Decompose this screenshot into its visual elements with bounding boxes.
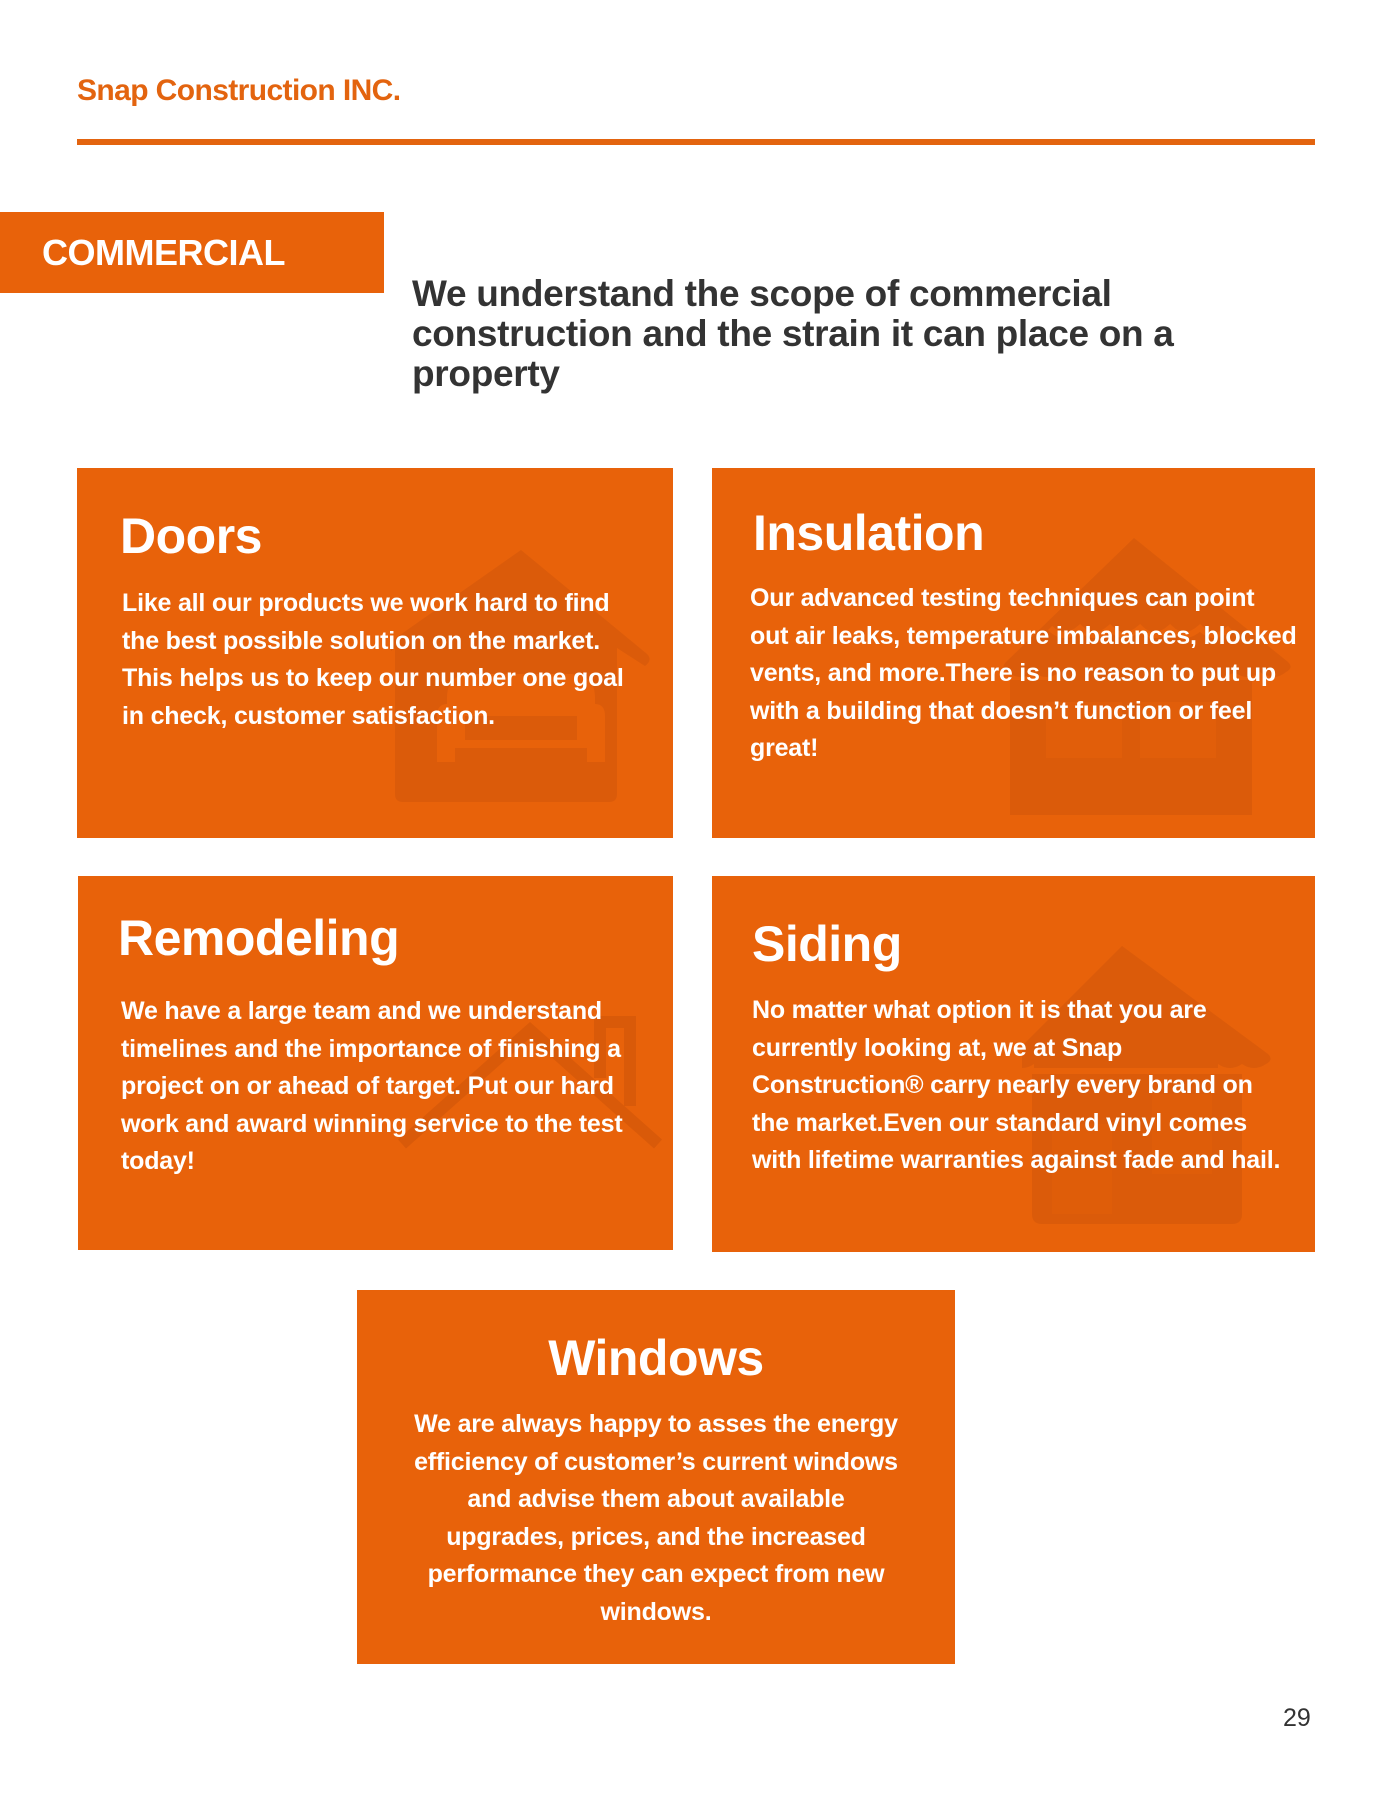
intro-heading: We understand the scope of commercial co…	[412, 273, 1174, 394]
header-divider	[77, 139, 1315, 145]
card-remodeling: Remodeling We have a large team and we u…	[78, 876, 673, 1250]
card-windows: Windows We are always happy to asses the…	[357, 1290, 955, 1664]
page-number: 29	[1283, 1704, 1311, 1732]
card-body: No matter what option it is that you are…	[752, 996, 1281, 1175]
card-body: We are always happy to asses the energy …	[414, 1410, 898, 1626]
card-doors: Doors Like all our products we work hard…	[77, 468, 673, 838]
roof-chimney-outline-icon	[398, 1016, 662, 1149]
section-banner	[0, 212, 384, 293]
card-title: Insulation	[753, 505, 985, 561]
card-title: Windows	[548, 1330, 764, 1386]
company-name: Snap Construction INC.	[77, 74, 401, 107]
section-label: COMMERCIAL	[42, 232, 285, 273]
card-body: Like all our products we work hard to fi…	[122, 589, 624, 730]
card-title: Remodeling	[118, 910, 400, 966]
house-armchair-icon	[391, 550, 650, 802]
card-insulation: Insulation Our advanced testing techniqu…	[712, 468, 1315, 838]
house-scalloped-roof-icon	[1003, 538, 1291, 815]
card-title: Doors	[120, 508, 262, 564]
card-body: We have a large team and we understand t…	[121, 997, 623, 1176]
house-siding-icon	[1022, 946, 1271, 1224]
card-siding: Siding No matter what option it is that …	[712, 876, 1315, 1252]
card-title: Siding	[752, 916, 902, 972]
card-body: Our advanced testing techniques can poin…	[750, 584, 1297, 763]
